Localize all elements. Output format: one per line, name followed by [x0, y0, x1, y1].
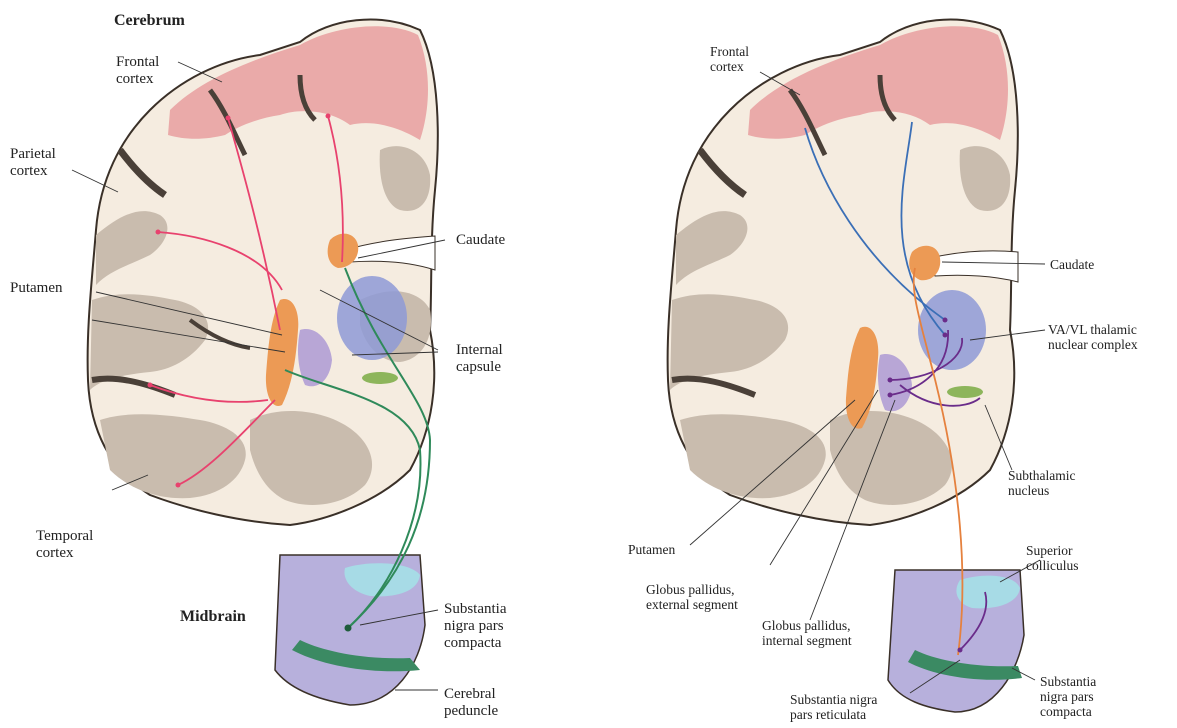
label-line: nigra pars	[444, 618, 507, 635]
label-parietal-cortex: Parietal cortex	[10, 146, 56, 180]
label-line: external segment	[646, 597, 738, 612]
pathway-origin-dot	[156, 230, 161, 235]
label-vavl-complex: VA/VL thalamic nuclear complex	[1048, 322, 1138, 352]
pathway-origin-dot	[176, 483, 181, 488]
label-line: cortex	[36, 545, 93, 562]
label-line: Internal	[456, 342, 503, 359]
label-internal-capsule: Internal capsule	[456, 342, 503, 376]
label-line: Frontal	[710, 44, 749, 59]
left-thalamus	[337, 276, 407, 360]
label-line: cortex	[116, 71, 159, 88]
label-globus-pallidus-internal: Globus pallidus, internal segment	[762, 618, 852, 648]
left-brain-section	[72, 20, 445, 705]
label-temporal-cortex: Temporal cortex	[36, 528, 93, 562]
label-subthalamic-nucleus: Subthalamic nucleus	[1008, 468, 1076, 498]
pathway-node-dot	[943, 318, 948, 323]
left-snpc-dot	[345, 625, 352, 632]
label-frontal-cortex-right: Frontal cortex	[710, 44, 749, 74]
left-subthalamic	[362, 372, 398, 384]
label-line: nucleus	[1008, 483, 1076, 498]
label-line: Temporal	[36, 528, 93, 545]
label-line: Frontal	[116, 54, 159, 71]
label-snr: Substantia nigra pars reticulata	[790, 692, 877, 722]
label-line: internal segment	[762, 633, 852, 648]
label-line: Substantia nigra	[790, 692, 877, 707]
label-line: VA/VL thalamic	[1048, 322, 1138, 337]
label-caudate-right: Caudate	[1050, 257, 1094, 272]
pathway-origin-dot	[226, 116, 231, 121]
label-midbrain: Midbrain	[180, 608, 246, 625]
right-thalamus	[918, 290, 986, 370]
pathway-node-dot	[958, 648, 963, 653]
label-line: peduncle	[444, 703, 498, 720]
label-line: Substantia	[1040, 674, 1096, 689]
label-superior-colliculus: Superior colliculus	[1026, 543, 1079, 573]
label-line: Globus pallidus,	[762, 618, 852, 633]
label-line: capsule	[456, 359, 503, 376]
label-line: Subthalamic	[1008, 468, 1076, 483]
right-subthalamic	[947, 386, 983, 398]
label-line: Substantia	[444, 601, 507, 618]
label-line: pars reticulata	[790, 707, 877, 722]
label-snpc-right: Substantia nigra pars compacta	[1040, 674, 1096, 719]
label-line: Parietal	[10, 146, 56, 163]
label-line: nigra pars	[1040, 689, 1096, 704]
label-line: nuclear complex	[1048, 337, 1138, 352]
label-caudate-left: Caudate	[456, 232, 505, 249]
label-globus-pallidus-external: Globus pallidus, external segment	[646, 582, 738, 612]
label-line: cortex	[10, 163, 56, 180]
label-line: colliculus	[1026, 558, 1079, 573]
pathway-origin-dot	[148, 383, 153, 388]
label-line: Superior	[1026, 543, 1079, 558]
label-putamen-left: Putamen	[10, 280, 63, 297]
label-line: Globus pallidus,	[646, 582, 738, 597]
label-putamen-right: Putamen	[628, 542, 675, 557]
label-frontal-cortex-left: Frontal cortex	[116, 54, 159, 88]
label-line: Cerebral	[444, 686, 498, 703]
label-cerebrum: Cerebrum	[114, 12, 185, 29]
label-line: cortex	[710, 59, 749, 74]
label-snpc-left: Substantia nigra pars compacta	[444, 601, 507, 652]
pathway-node-dot	[943, 333, 948, 338]
label-cerebral-peduncle: Cerebral peduncle	[444, 686, 498, 720]
pathway-node-dot	[888, 378, 893, 383]
pathway-origin-dot	[326, 114, 331, 119]
label-line: compacta	[1040, 704, 1096, 719]
pathway-node-dot	[888, 393, 893, 398]
label-line: compacta	[444, 635, 507, 652]
